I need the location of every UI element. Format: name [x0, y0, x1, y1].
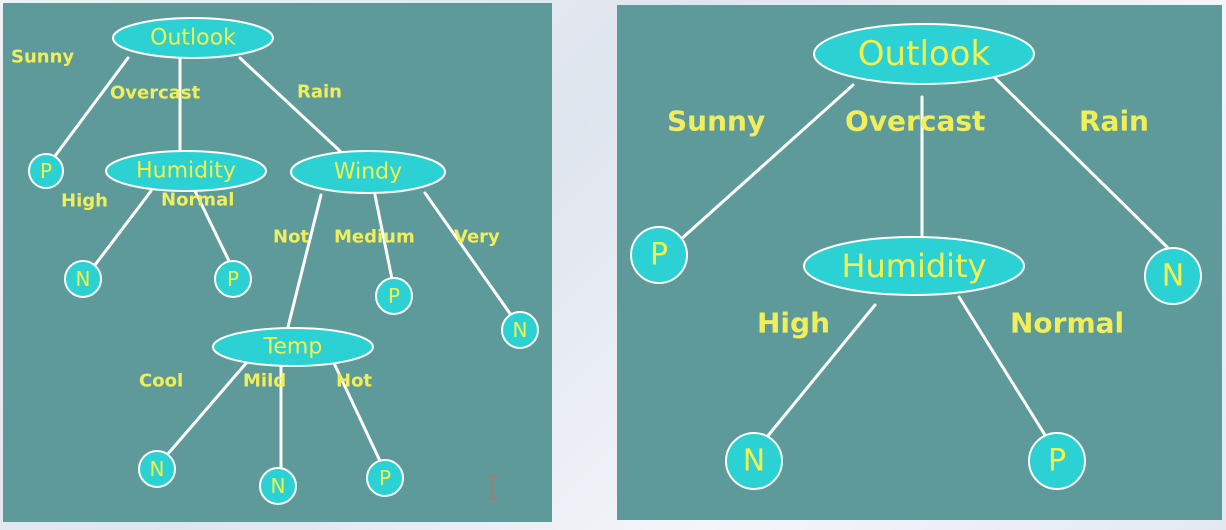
leaf-n-mild: N — [259, 467, 297, 505]
edge-label-mild: Mild — [243, 371, 286, 392]
leaf-p-sunny: P — [630, 226, 688, 284]
edge-temp-cool — [165, 359, 250, 457]
edge-label-sunny: Sunny — [667, 105, 765, 138]
edge-humidity-high — [93, 189, 153, 267]
edge-outlook-sunny — [53, 56, 130, 158]
edge-outlook-rain — [990, 73, 1169, 249]
node-humidity-label: Humidity — [841, 247, 986, 285]
right-tree-diagram: Outlook P Humidity N N P Sunny Overcast … — [630, 23, 1202, 490]
leaf-n-cool: N — [138, 450, 176, 488]
leaf-p-normal-label: P — [227, 267, 239, 291]
edge-label-hot: Hot — [336, 371, 372, 392]
edge-label-normal: Normal — [1010, 307, 1124, 340]
leaf-n-very-label: N — [513, 318, 528, 342]
edge-label-high: High — [61, 191, 108, 212]
edge-humidity-normal — [193, 189, 231, 263]
edge-label-sunny: Sunny — [11, 47, 74, 68]
leaf-p-normal: P — [1028, 432, 1086, 490]
leaf-p-hot: P — [366, 459, 404, 497]
leaf-p-medium: P — [375, 277, 413, 315]
leaf-n-high: N — [725, 432, 783, 490]
leaf-n-rain: N — [1144, 247, 1202, 305]
leaf-n-high-label: N — [743, 444, 765, 479]
edge-windy-medium — [373, 193, 394, 281]
leaf-n-very: N — [501, 311, 539, 349]
edge-label-rain: Rain — [297, 82, 342, 103]
leaf-p-normal: P — [214, 260, 252, 298]
node-outlook: Outlook — [813, 23, 1035, 85]
leaf-n-high-label: N — [76, 267, 91, 291]
node-windy: Windy — [290, 150, 446, 194]
edge-humidity-normal — [957, 295, 1047, 437]
edge-label-rain: Rain — [1079, 105, 1149, 138]
edge-label-high: High — [757, 307, 830, 340]
text-cursor-icon — [487, 475, 497, 500]
node-humidity: Humidity — [105, 150, 267, 192]
edge-label-overcast: Overcast — [110, 83, 201, 104]
edge-humidity-high — [765, 303, 877, 439]
left-tree-diagram: Outlook P Humidity Windy N P P N — [11, 17, 539, 505]
node-windy-label: Windy — [334, 160, 402, 185]
edge-outlook-sunny — [677, 83, 855, 243]
leaf-n-high: N — [64, 260, 102, 298]
leaf-p-sunny-label: P — [40, 159, 52, 183]
edge-label-medium: Medium — [334, 227, 415, 248]
leaf-n-cool-label: N — [150, 457, 165, 481]
node-humidity: Humidity — [803, 236, 1025, 296]
node-outlook-label: Outlook — [150, 26, 236, 51]
node-temp-label: Temp — [263, 335, 323, 360]
edge-windy-not — [286, 193, 323, 329]
left-tree-panel: Outlook P Humidity Windy N P P N — [3, 3, 552, 522]
node-temp: Temp — [212, 327, 374, 367]
edge-label-normal: Normal — [161, 190, 234, 211]
node-outlook: Outlook — [112, 17, 274, 59]
leaf-p-sunny: P — [28, 153, 64, 189]
node-humidity-label: Humidity — [136, 159, 236, 184]
edge-label-very: Very — [454, 227, 500, 248]
leaf-p-hot-label: P — [379, 466, 391, 490]
edge-label-not: Not — [273, 227, 309, 248]
leaf-p-medium-label: P — [388, 284, 400, 308]
leaf-p-normal-label: P — [1048, 444, 1066, 479]
edge-windy-very — [423, 191, 513, 317]
edge-label-cool: Cool — [139, 371, 183, 392]
right-tree-panel: Outlook P Humidity N N P Sunny Overcast … — [617, 5, 1222, 520]
leaf-p-sunny-label: P — [650, 238, 668, 273]
edge-temp-hot — [331, 359, 382, 463]
node-outlook-label: Outlook — [858, 34, 991, 74]
edge-outlook-rain — [238, 56, 342, 153]
leaf-n-mild-label: N — [271, 474, 286, 498]
edge-label-overcast: Overcast — [845, 105, 985, 138]
leaf-n-rain-label: N — [1162, 259, 1184, 294]
